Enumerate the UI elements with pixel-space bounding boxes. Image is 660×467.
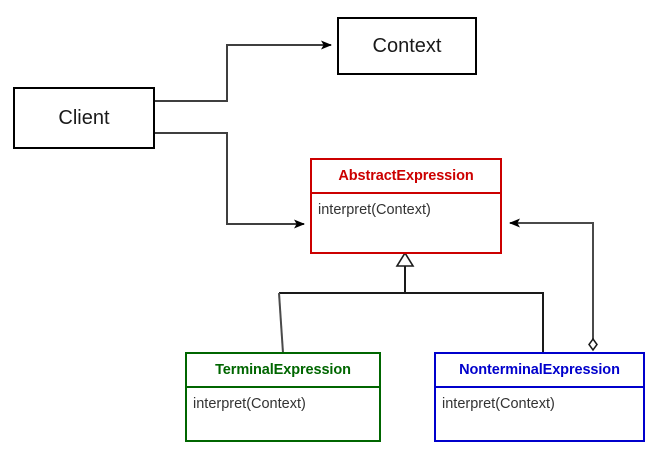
edge-association-client-abstractexpression (155, 132, 305, 229)
node-abstractexpression-separator (312, 191, 500, 194)
node-terminalexpression-operation: interpret(Context) (193, 395, 306, 412)
node-nonterminalexpression-title: NonterminalExpression (459, 362, 620, 378)
edge-aggregation-nonterminalexpression (509, 218, 598, 352)
edge-association-client-context (155, 40, 332, 102)
node-client-label: Client (58, 106, 110, 129)
edge-generalization-tree (278, 251, 544, 354)
node-terminalexpression-separator (187, 385, 379, 388)
node-abstractexpression-operation: interpret(Context) (318, 201, 431, 218)
node-abstractexpression-title: AbstractExpression (338, 168, 474, 184)
node-abstractexpression[interactable]: AbstractExpression interpret(Context) (310, 158, 502, 254)
node-context-label: Context (372, 34, 442, 57)
node-nonterminalexpression[interactable]: NonterminalExpression interpret(Context) (434, 352, 645, 442)
node-terminalexpression-title: TerminalExpression (215, 362, 351, 378)
node-context[interactable]: Context (337, 17, 477, 75)
node-client[interactable]: Client (13, 87, 155, 149)
node-nonterminalexpression-separator (436, 385, 643, 388)
node-nonterminalexpression-operation: interpret(Context) (442, 395, 555, 412)
node-terminalexpression[interactable]: TerminalExpression interpret(Context) (185, 352, 381, 442)
